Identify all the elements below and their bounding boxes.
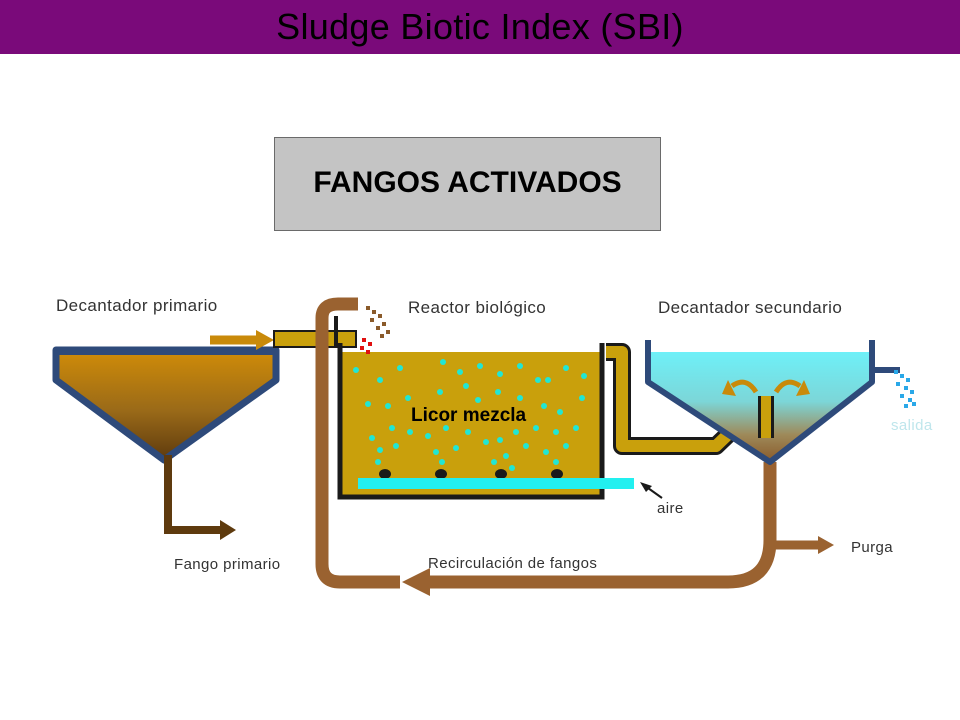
label-primary-settler: Decantador primario (56, 296, 218, 315)
label-outlet: salida (891, 417, 933, 434)
subtitle-text: FANGOS ACTIVADOS (313, 166, 622, 199)
sludge-particles (360, 306, 390, 354)
primary-inlet-arrow (210, 330, 274, 350)
label-air: aire (657, 500, 684, 517)
slide-title: Sludge Biotic Index (SBI) (276, 6, 684, 47)
air-diffusers (379, 469, 563, 479)
primary-outlet-pipe (273, 316, 357, 348)
label-mixed-liquor: Licor mezcla (411, 405, 527, 426)
flow-arrows (730, 379, 802, 394)
outlet-particles (894, 370, 916, 408)
label-bioreactor: Reactor biológico (408, 298, 547, 317)
air-bubbles (353, 359, 587, 471)
label-secondary-settler: Decantador secundario (658, 298, 843, 317)
subtitle-box: FANGOS ACTIVADOS (274, 137, 661, 231)
title-bar: Sludge Biotic Index (SBI) (0, 0, 960, 54)
label-primary-sludge: Fango primario (174, 556, 281, 573)
air-arrow (640, 482, 663, 499)
air-distribution-pipe (358, 478, 634, 489)
label-sludge-recirculation: Recirculación de fangos (428, 555, 598, 572)
primary-sludge-pipe (164, 455, 236, 540)
purge-pipe (774, 536, 834, 554)
label-purge: Purga (851, 539, 894, 556)
primary-settler (52, 346, 280, 464)
recirculation-pipe (315, 297, 777, 596)
